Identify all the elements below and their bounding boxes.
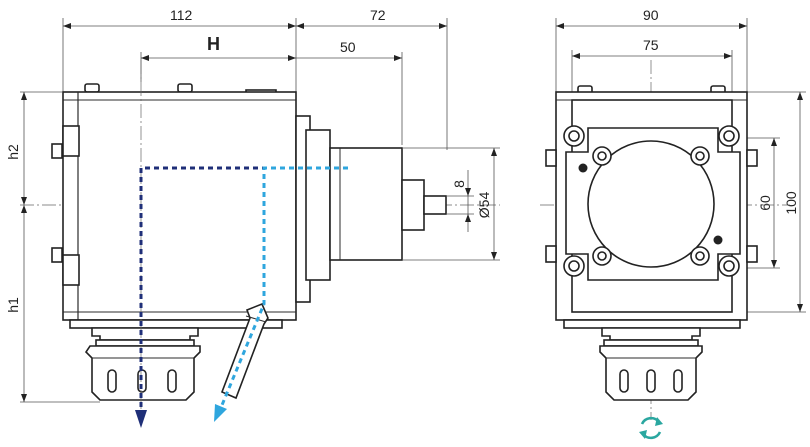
front-right-dimensions: 60 100 <box>742 91 806 313</box>
arrow-down-icon <box>135 410 147 428</box>
screw-holes <box>563 125 740 277</box>
tool-body-side <box>51 83 447 401</box>
side-view: 112 72 H 50 h2 h1 <box>5 7 500 428</box>
dim-H: H <box>207 34 220 54</box>
dim-50: 50 <box>340 39 356 55</box>
dim-90: 90 <box>643 7 659 23</box>
dark-arrow-path <box>135 166 348 428</box>
dim-h1: h1 <box>5 297 21 313</box>
shaft-dimensions: 8 Ø54 <box>402 147 500 261</box>
front-view: 90 75 60 100 <box>540 7 806 440</box>
dim-72: 72 <box>370 7 386 23</box>
front-top-dimensions: 90 75 <box>555 7 748 92</box>
dim-112: 112 <box>170 7 193 23</box>
dim-8: 8 <box>451 180 467 188</box>
dim-h2: h2 <box>5 144 21 160</box>
rotation-icon <box>639 416 663 440</box>
top-dimensions: 112 72 H 50 <box>62 7 448 150</box>
dim-75: 75 <box>643 37 659 53</box>
dim-100: 100 <box>783 191 799 215</box>
light-arrow-path <box>214 166 348 422</box>
left-dimensions: h2 h1 <box>5 91 100 403</box>
arrow-angled-icon <box>214 404 227 422</box>
dim-60: 60 <box>757 195 773 211</box>
tool-body-front <box>545 85 758 401</box>
dim-54: Ø54 <box>476 192 492 219</box>
